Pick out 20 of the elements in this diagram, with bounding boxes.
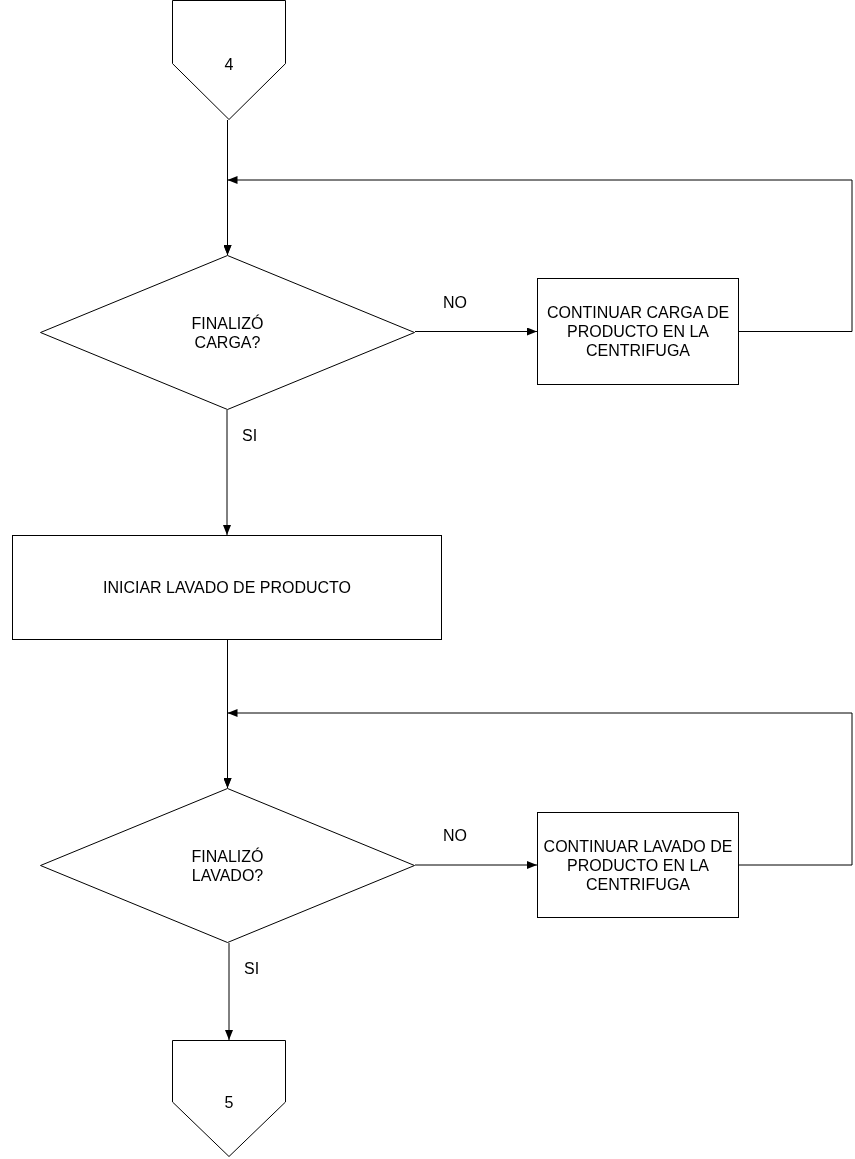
arrow	[414, 327, 538, 336]
node-label: FINALIZÓ CARGA?	[190, 313, 265, 352]
process-box	[12, 535, 442, 640]
node-label: FINALIZÓ LAVADO?	[190, 846, 265, 885]
process-box	[537, 278, 739, 385]
node-label: INICIAR LAVADO DE PRODUCTO	[102, 578, 351, 597]
offpage-connector	[172, 0, 286, 120]
node-label: 4	[224, 54, 234, 74]
arrow	[225, 942, 233, 1041]
arrow	[414, 861, 538, 869]
loop-arrow	[223, 176, 853, 332]
offpage-connector	[172, 1040, 286, 1157]
decision-diamond	[40, 788, 415, 943]
node-label: 5	[224, 1093, 234, 1112]
decision-diamond	[40, 255, 415, 410]
node-label: CONTINUAR CARGA DE PRODUCTO EN LA CENTRIFUGA	[545, 303, 731, 360]
process-box	[537, 812, 739, 918]
node-label: CONTINUAR LAVADO DE PRODUCTO EN LA CENTRIFUGA	[543, 836, 733, 894]
loop-arrow	[223, 709, 853, 866]
arrow	[223, 409, 231, 536]
